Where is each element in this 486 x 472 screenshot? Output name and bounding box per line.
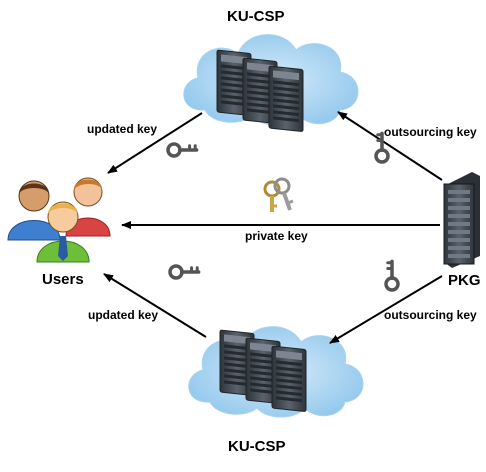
pkg-label: PKG bbox=[448, 272, 481, 289]
server-icon bbox=[268, 65, 304, 133]
arrow-top-right bbox=[337, 111, 443, 181]
bottom-cloud bbox=[188, 326, 364, 418]
arrow-top-left bbox=[107, 112, 203, 174]
edge-label-bottom-left: updated key bbox=[88, 308, 159, 322]
key-icon bbox=[165, 253, 202, 290]
key-icon bbox=[263, 177, 294, 212]
edge-label-middle: private key bbox=[245, 229, 308, 243]
key-icon bbox=[373, 258, 410, 295]
server-icon bbox=[271, 345, 307, 413]
bottom-cloud-label: KU-CSP bbox=[228, 438, 286, 455]
edge-label-top-left: updated key bbox=[87, 122, 158, 136]
arrow-bottom-left bbox=[103, 273, 207, 338]
server-rack-icon bbox=[443, 172, 480, 268]
users-icon bbox=[7, 177, 111, 263]
key-icon bbox=[163, 131, 200, 168]
edge-label-bottom-right: outsourcing key bbox=[384, 308, 477, 322]
arrow-bottom-right bbox=[329, 275, 443, 344]
edge-label-top-right: outsourcing key bbox=[384, 125, 477, 139]
top-cloud-label: KU-CSP bbox=[227, 8, 285, 25]
users-label: Users bbox=[42, 271, 84, 288]
top-cloud bbox=[183, 34, 359, 133]
